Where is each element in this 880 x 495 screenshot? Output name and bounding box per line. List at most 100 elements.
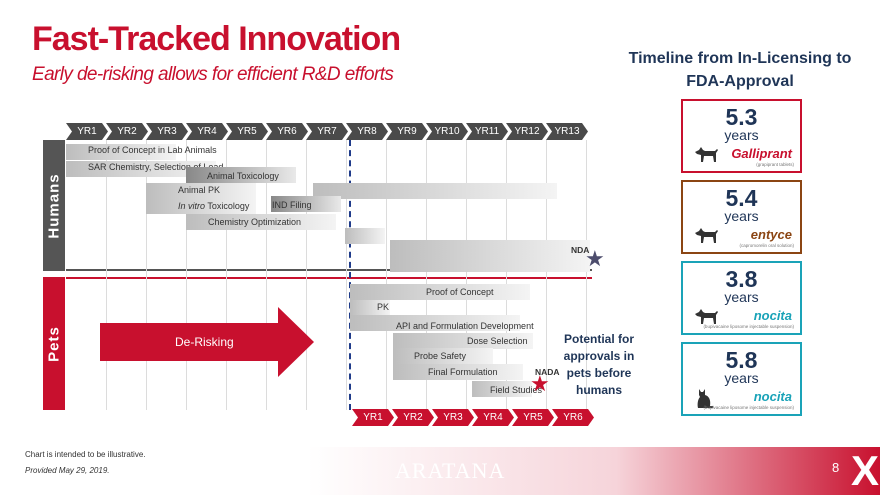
pet-task-pk: PK [377, 302, 390, 312]
grid-line [506, 140, 507, 410]
nda-label: NDA [571, 245, 590, 255]
pet-bar-probe [393, 348, 493, 364]
human-bar-tox [186, 167, 296, 183]
pet-task-final: Final Formulation [428, 367, 498, 377]
human-bar-sar [66, 161, 216, 177]
pet-bar-final [393, 364, 523, 380]
de-risking-arrow-icon [100, 307, 314, 377]
dog-icon [693, 144, 719, 169]
human-bar-b [390, 240, 590, 256]
humans-label: Humans [45, 172, 63, 239]
pet-task-api: API and Formulation Development [396, 321, 534, 331]
pets-label: Pets [45, 325, 63, 362]
pet-bar-poc [350, 284, 530, 300]
year-top-13: YR13 [546, 123, 588, 140]
grid-line [306, 140, 307, 410]
grid-line [426, 140, 427, 410]
footer-note: Chart is intended to be illustrative. [25, 450, 146, 459]
year-top-8: YR8 [346, 123, 388, 140]
nada-star-icon: ★ [530, 371, 550, 396]
x-logo-icon: X [851, 447, 880, 494]
brand-tagline: (grapiprant tablets) [756, 162, 794, 167]
dog-icon [693, 225, 719, 250]
grid-line [586, 140, 587, 410]
invitro-rest: Toxicology [205, 201, 250, 211]
human-bar-long [313, 183, 557, 199]
human-bar-a [345, 228, 385, 244]
footer-date: Provided May 29, 2019. [25, 466, 110, 475]
brand-logo: nocita [753, 389, 792, 404]
brand-logo: entyce [750, 227, 792, 242]
year-top-3: YR3 [146, 123, 188, 140]
brand-tagline: (capromorelin oral solution) [739, 243, 794, 248]
pet-task-poc: Proof of Concept [426, 287, 494, 297]
year-top-5: YR5 [226, 123, 268, 140]
year-top-6: YR6 [266, 123, 308, 140]
year-top-11: YR11 [466, 123, 508, 140]
pet-task-dose: Dose Selection [467, 336, 528, 346]
dog-icon [693, 306, 719, 331]
pet-bar-api [350, 315, 520, 331]
year-bottom-2: YR2 [392, 409, 434, 426]
grid-line [266, 140, 267, 410]
year-top-2: YR2 [106, 123, 148, 140]
year-top-9: YR9 [386, 123, 428, 140]
pet-bar-field [472, 381, 532, 397]
pets-band: Pets [43, 277, 65, 410]
grid-line [226, 140, 227, 410]
page-title: Fast-Tracked Innovation [32, 20, 401, 58]
years-value: 5.8 [725, 347, 758, 373]
human-bar-pk [146, 183, 256, 199]
pet-task-probe: Probe Safety [414, 351, 467, 361]
nada-label: NADA [535, 367, 560, 377]
nda-star-icon: ★ [585, 246, 605, 271]
pet-bar-pk [350, 300, 390, 316]
year-bottom-5: YR5 [512, 409, 554, 426]
years-unit: years [724, 370, 759, 386]
grid-line [546, 140, 547, 410]
years-value: 3.8 [725, 266, 758, 292]
potential-approvals-text: Potential for approvals in pets before h… [563, 332, 635, 397]
cat-icon [693, 387, 715, 414]
human-bar-c [390, 256, 590, 272]
human-bar-poc [66, 144, 176, 160]
grid-line [346, 140, 347, 410]
grid-line [146, 140, 147, 410]
invitro-italic: In vitro [178, 201, 206, 211]
years-value: 5.3 [725, 104, 758, 130]
years-unit: years [724, 208, 759, 224]
footer-band [0, 447, 880, 495]
page-number: 8 [832, 460, 840, 475]
year-bottom-6: YR6 [552, 409, 594, 426]
human-task-sar: SAR Chemistry, Selection of Lead [88, 162, 224, 172]
human-bar-invitro [146, 198, 256, 214]
year-top-10: YR10 [426, 123, 468, 140]
year-bottom-3: YR3 [432, 409, 474, 426]
pet-bar-dose [393, 333, 533, 349]
humans-bottom-line [66, 269, 592, 271]
grid-line [186, 140, 187, 410]
year-top-4: YR4 [186, 123, 228, 140]
human-task-ind: IND Filing [272, 200, 312, 210]
pets-top-line [66, 277, 592, 279]
grid-line [106, 140, 107, 410]
brand-tagline: (bupivacaine liposome injectable suspens… [703, 324, 794, 329]
brand-logo: Galliprant [731, 146, 792, 161]
human-task-poc: Proof of Concept in Lab Animals [88, 145, 217, 155]
human-task-chem: Chemistry Optimization [208, 217, 302, 227]
years-unit: years [724, 127, 759, 143]
human-task-invitro: In vitro Toxicology [178, 201, 249, 211]
de-risking-label: De-Risking [175, 335, 234, 349]
years-unit: years [724, 289, 759, 305]
grid-line [466, 140, 467, 410]
in-licensing-divider [349, 140, 351, 410]
human-task-tox: Animal Toxicology [207, 171, 279, 181]
pet-task-field: Field Studies [490, 385, 543, 395]
timeline-heading: Timeline from In-Licensing to FDA-Approv… [628, 50, 852, 90]
year-bottom-4: YR4 [472, 409, 514, 426]
brand-tagline: (bupivacaine liposome injectable suspens… [703, 405, 794, 410]
